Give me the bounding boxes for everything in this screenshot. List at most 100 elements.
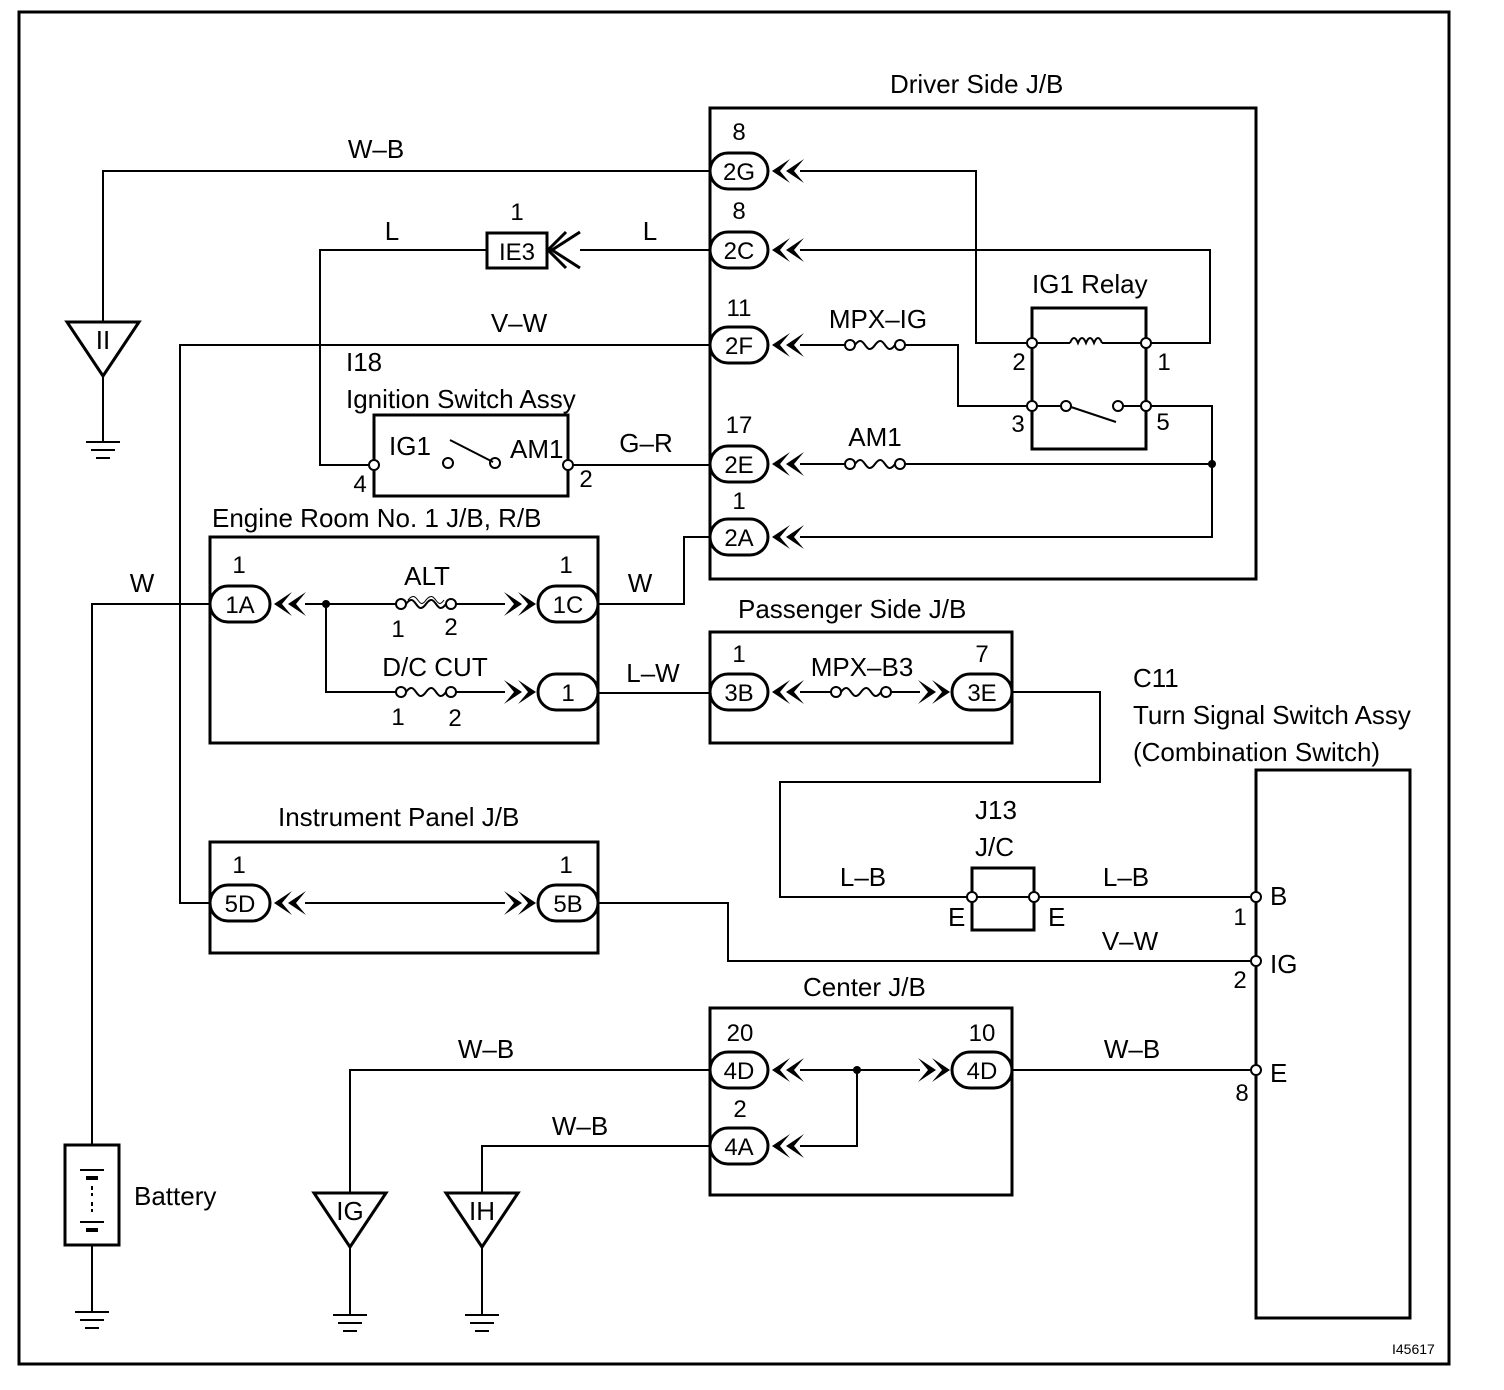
connector-1c-label: 1C: [553, 592, 584, 619]
pin-2a: 1: [732, 488, 745, 515]
pin-dc-2: 2: [448, 705, 461, 732]
pin-1c: 1: [559, 552, 572, 579]
pin-4d-left: 20: [727, 1020, 754, 1047]
ignition-switch-code: I18: [346, 347, 382, 377]
pin-ie3: 1: [510, 199, 523, 226]
connector-4a: [708, 1126, 770, 1166]
ts-terminal-b: B: [1270, 881, 1287, 911]
instrument-jb-title: Instrument Panel J/B: [278, 802, 519, 832]
connector-1: [536, 672, 600, 712]
pin-ts-e: 8: [1235, 1080, 1248, 1107]
wire-lb-left: L–B: [840, 862, 886, 892]
pin-5b: 1: [559, 852, 572, 879]
driver-side-jb: [708, 106, 1258, 581]
pin-2g: 8: [732, 119, 745, 146]
ground-ih-icon: [443, 1191, 521, 1332]
terminal-am1: AM1: [510, 434, 563, 464]
connector-1c: [536, 584, 600, 624]
fuse-dc-cut: D/C CUT: [382, 652, 488, 682]
fuse-mpx-ig: MPX–IG: [829, 304, 927, 334]
wire-gr: G–R: [619, 428, 672, 458]
engine-room-jb-title: Engine Room No. 1 J/B, R/B: [212, 503, 541, 533]
terminal-ig1: IG1: [389, 431, 431, 461]
pin-3e: 7: [975, 641, 988, 668]
jc-terminal-left: E: [948, 902, 965, 932]
wire-wb-right: W–B: [1104, 1034, 1160, 1064]
wire-l-left: L: [385, 216, 399, 246]
connector-5d: [208, 883, 272, 923]
ground-ig-icon: [311, 1191, 389, 1332]
fuse-labels: MPX–IG AM1 ALT D/C CUT MPX–B3: [382, 304, 927, 682]
wire-w-1c: W: [628, 568, 653, 598]
wire-wb-ig: W–B: [458, 1034, 514, 1064]
connector-2e: [708, 444, 770, 484]
wire-wb-top: W–B: [348, 134, 404, 164]
pin-switch-2: 2: [579, 466, 592, 493]
connector-labels: 2G 2C 2F 2E 2A IE3 1A 1C 1 3B 3E 5D 5B 4…: [225, 159, 998, 1161]
pin-relay-5: 5: [1156, 409, 1169, 436]
ig1-relay-title: IG1 Relay: [1032, 269, 1148, 299]
passenger-jb-title: Passenger Side J/B: [738, 594, 966, 624]
jc-title: J/C: [975, 832, 1014, 862]
figure-id: I45617: [1392, 1341, 1435, 1357]
wire-vw-top: V–W: [491, 308, 548, 338]
connector-3e: [950, 672, 1014, 712]
engine-room-jb: [208, 535, 600, 745]
center-jb-title: Center J/B: [803, 972, 926, 1002]
connector-2c: [708, 230, 770, 270]
connector-2f-label: 2F: [725, 333, 753, 360]
connector-2c-label: 2C: [724, 238, 755, 265]
junction-connector: [966, 866, 1040, 932]
connector-2e-label: 2E: [724, 452, 753, 479]
connector-5b-label: 5B: [553, 891, 582, 918]
pin-3b: 1: [732, 641, 745, 668]
wires: [91, 170, 1254, 1315]
turn-switch-subtitle: (Combination Switch): [1133, 737, 1380, 767]
connector-5d-label: 5D: [225, 891, 256, 918]
ground-labels: II IG IH: [96, 325, 495, 1226]
turn-switch-title: Turn Signal Switch Assy: [1133, 700, 1411, 730]
connector-4d-left: [708, 1050, 770, 1090]
ts-terminal-e: E: [1270, 1058, 1287, 1088]
connector-1a-label: 1A: [225, 592, 254, 619]
ground-ii-icon: [64, 320, 142, 459]
pin-dc-1: 1: [391, 704, 404, 731]
pin-4a: 2: [733, 1096, 746, 1123]
connector-2a-label: 2A: [724, 525, 753, 552]
pin-switch-4: 4: [353, 471, 366, 498]
turn-signal-switch: [1250, 768, 1412, 1320]
pin-relay-1: 1: [1157, 349, 1170, 376]
ground-ig-label: IG: [336, 1196, 363, 1226]
battery-icon: [63, 1143, 121, 1247]
pin-1a: 1: [232, 552, 245, 579]
connector-2f: [708, 325, 770, 365]
connector-3e-label: 3E: [967, 680, 996, 707]
jc-code: J13: [975, 795, 1017, 825]
connector-5b: [536, 883, 600, 923]
pin-4d-right: 10: [969, 1020, 996, 1047]
wire-lb-right: L–B: [1103, 862, 1149, 892]
connector-4d-left-label: 4D: [724, 1058, 755, 1085]
ignition-switch-title: Ignition Switch Assy: [346, 384, 576, 414]
pin-relay-3: 3: [1011, 411, 1024, 438]
connector-1-label: 1: [561, 680, 574, 707]
pin-5d: 1: [232, 852, 245, 879]
pin-ts-ig: 2: [1233, 967, 1246, 994]
pin-2c: 8: [732, 198, 745, 225]
fuse-am1: AM1: [848, 422, 901, 452]
ie3-arrow: [545, 230, 581, 270]
center-jb: [708, 1006, 1014, 1197]
ground-ii-label: II: [96, 325, 110, 355]
pin-relay-2: 2: [1012, 349, 1025, 376]
connector-2a: [708, 517, 770, 557]
connector-2g-label: 2G: [723, 159, 755, 186]
turn-switch-code: C11: [1133, 663, 1179, 693]
wire-labels: W–B L L V–W G–R W W L–W L–B L–B V–W W–B …: [130, 134, 1160, 1141]
ground-ih-label: IH: [469, 1196, 495, 1226]
connector-arrows: [274, 159, 950, 1158]
fuse-mpx-b3: MPX–B3: [811, 652, 914, 682]
connector-4a-label: 4A: [724, 1134, 753, 1161]
connector-2g: [708, 151, 770, 191]
connector-3b: [708, 672, 770, 712]
